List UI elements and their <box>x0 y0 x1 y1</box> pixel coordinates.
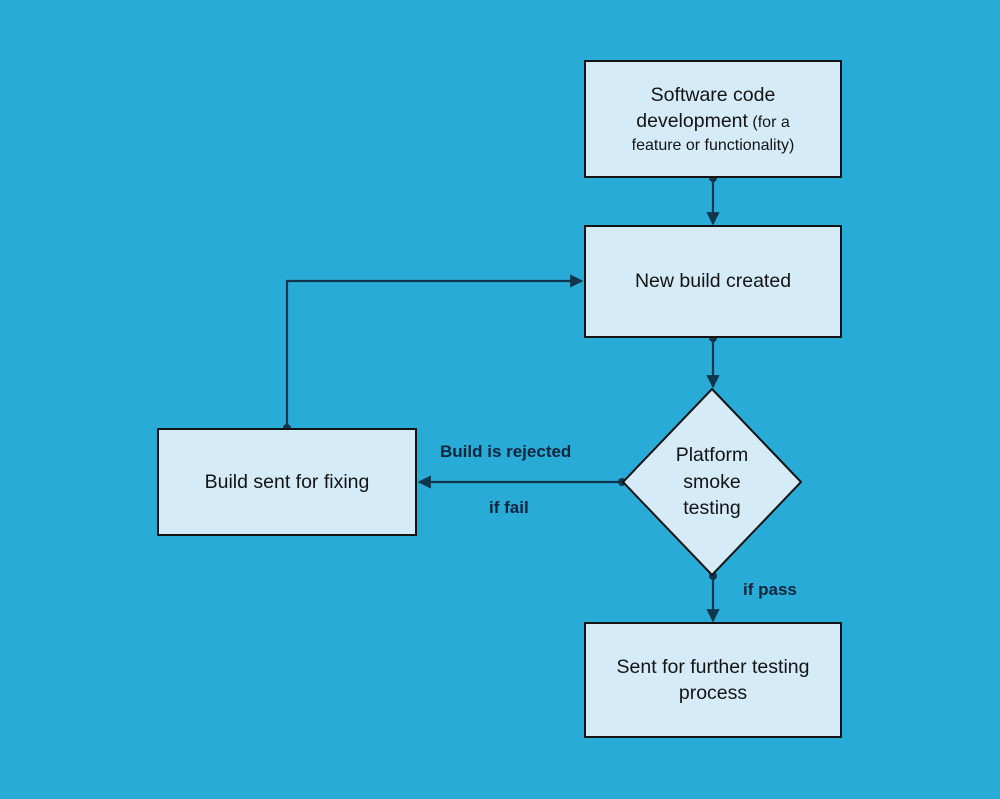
node-sent-for-further-testing[interactable]: Sent for further testing process <box>584 622 842 738</box>
decision-line-3: testing <box>683 497 741 520</box>
edge-dev-to-build <box>706 174 720 226</box>
next-line-1: Sent for further testing <box>616 655 810 678</box>
node-software-code-development-label: Software code development (for a feature… <box>586 82 840 156</box>
edge-decision-to-next <box>706 572 720 623</box>
edge-build-to-decision <box>706 334 720 389</box>
next-line-2: process <box>678 682 748 704</box>
dev-line-1: Software code <box>650 83 776 106</box>
decision-line-2: smoke <box>683 470 741 493</box>
node-new-build-created-label: New build created <box>634 270 792 293</box>
edge-fix-to-build <box>283 274 584 432</box>
edge-decision-to-fix <box>417 475 626 489</box>
edge-label-if-pass: if pass <box>743 580 797 599</box>
dev-sub-part-1: (for a <box>752 114 790 132</box>
node-build-sent-for-fixing[interactable]: Build sent for fixing <box>157 428 417 536</box>
diamond-shape <box>622 388 802 576</box>
dev-line-2: development <box>636 110 748 133</box>
edge-label-if-fail: if fail <box>489 498 529 517</box>
node-sent-for-further-testing-label: Sent for further testing process <box>607 654 820 707</box>
decision-line-1: Platform <box>675 443 749 466</box>
node-software-code-development[interactable]: Software code development (for a feature… <box>584 60 842 178</box>
node-new-build-created[interactable]: New build created <box>584 225 842 338</box>
dev-sub-part-2: feature or functionality) <box>631 136 795 154</box>
edge-label-build-is-rejected: Build is rejected <box>440 442 572 461</box>
node-platform-smoke-testing[interactable]: Platform smoke testing <box>622 388 802 576</box>
node-build-sent-for-fixing-label: Build sent for fixing <box>204 470 370 493</box>
node-platform-smoke-testing-label: Platform smoke testing <box>622 388 802 576</box>
